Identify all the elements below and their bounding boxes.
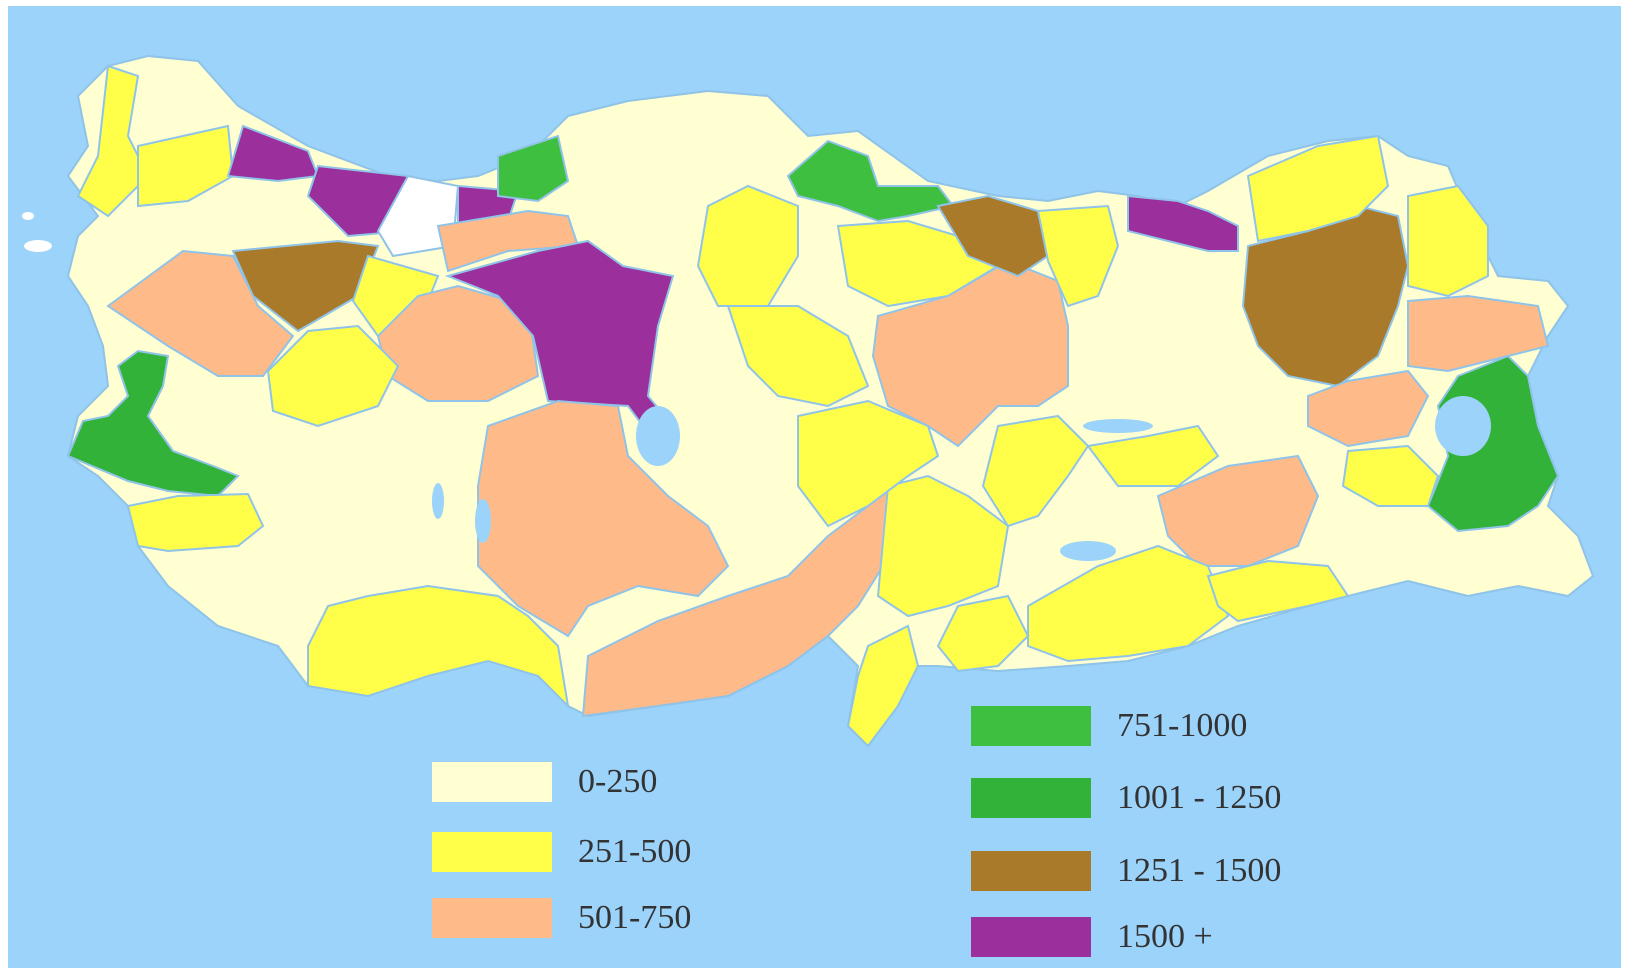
region-cankiri	[696, 184, 799, 307]
legend-swatch	[971, 851, 1091, 891]
legend-label: 251-500	[578, 833, 692, 870]
region-izmir	[66, 349, 240, 498]
legend-swatch	[971, 706, 1091, 746]
legend-label: 1251 - 1500	[1117, 852, 1282, 889]
region-zonguldak	[497, 134, 570, 203]
region-trabzon	[1127, 194, 1239, 252]
region-kirsehir	[726, 305, 870, 408]
legend-label: 501-750	[578, 899, 692, 936]
legend-item-1500-plus: 1500 +	[971, 917, 1213, 957]
island-gokceada	[24, 240, 52, 252]
region-antalya	[307, 584, 570, 709]
region-kutahya	[266, 324, 400, 428]
island-bozcaada	[22, 212, 34, 220]
region-giresun	[1036, 204, 1120, 308]
legend-swatch	[971, 917, 1091, 957]
region-kocaeli	[306, 164, 409, 238]
region-adana	[876, 474, 1010, 618]
region-trakya-south	[137, 124, 235, 208]
lake-tuz	[636, 406, 680, 466]
region-istanbul	[226, 124, 320, 183]
region-eskisehir	[376, 284, 540, 402]
lake-van	[1435, 396, 1491, 456]
lake-keban	[1083, 419, 1153, 433]
lake-egirdir	[432, 483, 444, 519]
region-aydin	[126, 492, 265, 553]
region-diyarbakir	[1156, 454, 1320, 567]
legend-swatch	[432, 898, 552, 938]
legend-item-1251-1500: 1251 - 1500	[971, 851, 1281, 891]
region-bitlis	[1341, 444, 1440, 507]
legend-item-1001-1250: 1001 - 1250	[971, 778, 1281, 818]
lake-beysehir	[475, 499, 491, 543]
region-balikesir	[106, 249, 295, 377]
legend-item-751-1000: 751-1000	[971, 706, 1247, 746]
legend-label: 1500 +	[1117, 918, 1213, 955]
legend-item-501-750: 501-750	[432, 898, 691, 938]
legend-swatch	[971, 778, 1091, 818]
lake-ataturk-dam	[1060, 541, 1116, 561]
region-kars	[1407, 184, 1489, 298]
region-konya	[477, 399, 730, 638]
legend-label: 1001 - 1250	[1117, 779, 1282, 816]
legend-label: 751-1000	[1117, 707, 1248, 744]
region-artvin	[1246, 134, 1390, 243]
legend-swatch	[432, 762, 552, 802]
region-agri	[1407, 294, 1550, 373]
region-kayseri	[797, 399, 940, 528]
legend-item-251-500: 251-500	[432, 832, 691, 872]
region-sakarya	[376, 174, 460, 258]
region-malatya	[981, 414, 1090, 528]
turkey-choropleth-map	[22, 54, 1595, 748]
map-panel: 0-250 251-500 501-750 751-1000 1001 - 12…	[8, 6, 1621, 968]
region-trakya-west	[76, 64, 150, 218]
region-urfa	[1027, 544, 1230, 663]
legend-item-0-250: 0-250	[432, 762, 657, 802]
legend-swatch	[432, 832, 552, 872]
region-elazig	[1086, 424, 1220, 487]
region-mardin	[1206, 559, 1350, 623]
region-gaziantep	[936, 594, 1030, 673]
region-mus	[1307, 369, 1430, 448]
legend-label: 0-250	[578, 763, 658, 800]
region-hatay	[846, 624, 920, 748]
